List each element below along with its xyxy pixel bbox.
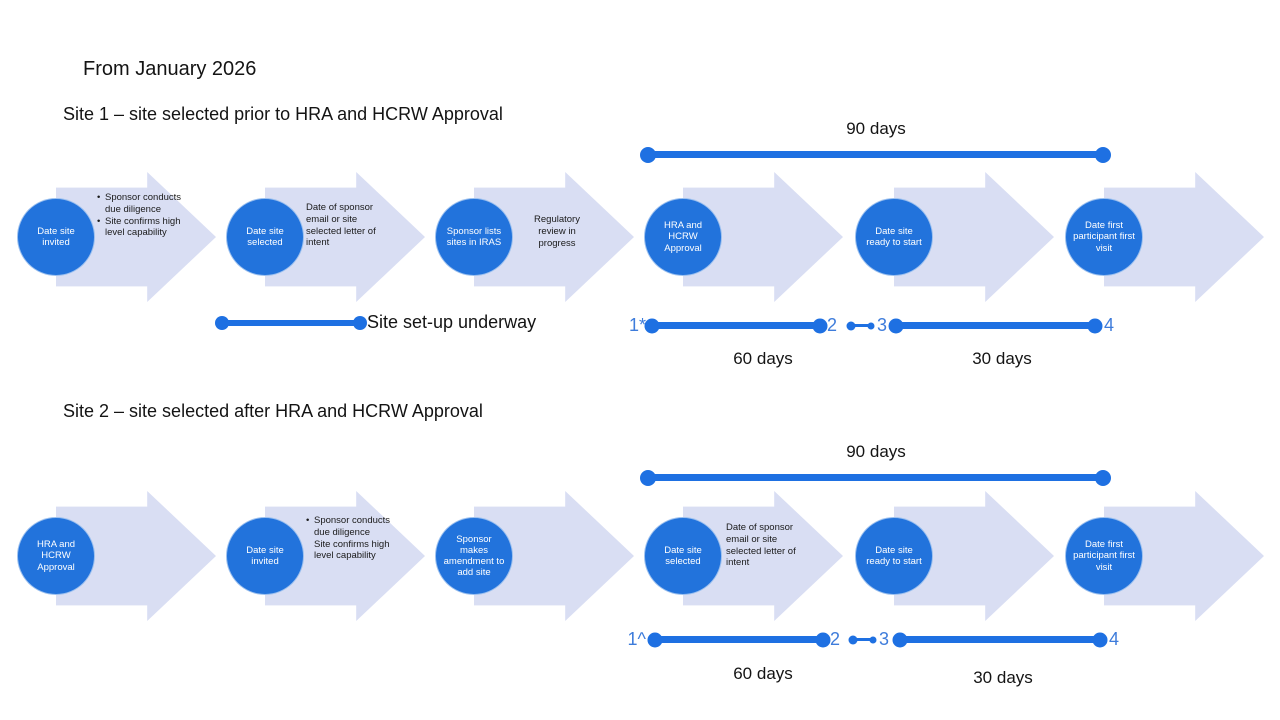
site1-60days-bar xyxy=(644,318,828,333)
site1-setup-bar xyxy=(215,316,367,330)
note-text: Sponsor conducts due diligence xyxy=(105,192,182,215)
site1-step-sponsor-lists-sites: Regulatory review in progress Sponsor li… xyxy=(435,172,645,302)
milestone-circle: Date site selected xyxy=(226,198,304,276)
site2-milestone-4: 4 xyxy=(1109,629,1120,649)
site2-milestone-3: 3 xyxy=(879,629,890,649)
milestone-circle: Date first participant first visit xyxy=(1065,198,1143,276)
site2-step-date-site-invited: • Sponsor conducts due diligence Site con… xyxy=(226,491,436,621)
bullet-spacer xyxy=(306,539,314,563)
site2-step-first-participant-visit: Date first participant first visit xyxy=(1065,491,1275,621)
bullet-icon: • xyxy=(306,515,310,526)
site2-short-bar xyxy=(848,635,877,644)
site2-30days-label: 30 days xyxy=(973,668,1033,687)
bar-endpoint-dot xyxy=(640,469,656,486)
site2-60days-label: 60 days xyxy=(733,664,793,683)
bar-endpoint-dot xyxy=(1087,318,1103,333)
site1-90days-bar xyxy=(640,146,1111,163)
bar-endpoint-dot xyxy=(846,321,856,330)
site1-short-bar xyxy=(846,321,875,330)
site1-step-site-ready: Date site ready to start xyxy=(855,172,1065,302)
site2-step-hra-hcrw-approval: HRA and HCRW Approval xyxy=(17,491,227,621)
site2-90days-bar xyxy=(640,469,1111,486)
circle-label: Date site selected xyxy=(664,544,702,567)
circle-label: Date site ready to start xyxy=(866,225,922,248)
bar-endpoint-dot xyxy=(1092,632,1108,647)
circle-label: HRA and HCRW Approval xyxy=(36,539,76,573)
circle-label: Date site invited xyxy=(37,225,75,248)
circle-label: Date first participant first visit xyxy=(1073,539,1135,573)
circle-label: HRA and HCRW Approval xyxy=(663,220,703,254)
page-title: From January 2026 xyxy=(83,58,257,80)
site1-milestone-4: 4 xyxy=(1104,315,1115,335)
step-note: Date of sponsor email or site selected l… xyxy=(726,522,796,569)
site1-60days-label: 60 days xyxy=(733,349,793,368)
milestone-circle: Date site selected xyxy=(644,517,722,595)
site1-30days-bar xyxy=(888,318,1103,333)
site1-30days-label: 30 days xyxy=(972,349,1032,368)
bar-endpoint-dot xyxy=(815,632,831,647)
site1-step-hra-hcrw-approval: HRA and HCRW Approval xyxy=(644,172,854,302)
bar-endpoint-dot xyxy=(644,318,660,333)
bar-endpoint-dot xyxy=(1095,469,1111,486)
site2-30days-bar xyxy=(892,632,1108,647)
site2-90days-label: 90 days xyxy=(846,442,906,461)
site1-90days-label: 90 days xyxy=(846,119,906,138)
milestone-circle: Sponsor lists sites in IRAS xyxy=(435,198,513,276)
site1-step-date-site-selected: Date of sponsor email or site selected l… xyxy=(226,172,436,302)
site1-step-date-site-invited: • Sponsor conducts due diligence • Site co… xyxy=(17,172,227,302)
bar-endpoint-dot xyxy=(869,636,877,643)
site2-heading: Site 2 – site selected after HRA and HCR… xyxy=(63,401,483,421)
site1-setup-label: Site set-up underway xyxy=(367,312,537,332)
bar-endpoint-dot xyxy=(888,318,904,333)
bar-endpoint-dot xyxy=(867,322,875,329)
circle-label: Date site ready to start xyxy=(866,544,922,567)
milestone-circle: Date first participant first visit xyxy=(1065,517,1143,595)
note-text: Sponsor conducts due diligence xyxy=(314,515,391,538)
milestone-circle: Date site ready to start xyxy=(855,198,933,276)
bar-endpoint-dot xyxy=(353,316,367,330)
milestone-circle: Date site invited xyxy=(17,198,95,276)
bar-endpoint-dot xyxy=(640,146,656,163)
milestone-circle: HRA and HCRW Approval xyxy=(644,198,722,276)
milestone-circle: Sponsor makes amendment to add site xyxy=(435,517,513,595)
step-note: Date of sponsor email or site selected l… xyxy=(306,202,376,249)
circle-label: Date site invited xyxy=(246,544,284,567)
site2-step-date-site-selected: Date of sponsor email or site selected l… xyxy=(644,491,854,621)
note-text: Site confirms high level capability xyxy=(314,538,390,562)
note-text: Site confirms high level capability xyxy=(105,215,181,239)
step-note: Regulatory review in progress xyxy=(534,214,580,249)
bar-endpoint-dot xyxy=(1095,146,1111,163)
site1-heading: Site 1 – site selected prior to HRA and … xyxy=(63,104,503,124)
site2-step-site-ready: Date site ready to start xyxy=(855,491,1065,621)
site1-milestone-2: 2 xyxy=(827,315,838,335)
circle-label: Date site selected xyxy=(246,225,284,248)
bullet-icon: • xyxy=(97,192,101,203)
circle-label: Sponsor lists sites in IRAS xyxy=(446,225,502,248)
circle-label: Date first participant first visit xyxy=(1073,220,1135,254)
site2-milestone-2: 2 xyxy=(830,629,841,649)
bar-endpoint-dot xyxy=(812,318,828,333)
bar-endpoint-dot xyxy=(215,316,229,330)
bar-endpoint-dot xyxy=(647,632,663,647)
milestone-circle: Date site invited xyxy=(226,517,304,595)
bullet-icon: • xyxy=(97,215,101,227)
site1-step-first-participant-visit: Date first participant first visit xyxy=(1065,172,1275,302)
bar-endpoint-dot xyxy=(848,635,858,644)
step-note: • Sponsor conducts due diligence Site con… xyxy=(306,515,392,562)
site1-milestone-1: 1* xyxy=(628,315,646,335)
site2-step-sponsor-amendment: Sponsor makes amendment to add site xyxy=(435,491,645,621)
site2-milestone-1: 1^ xyxy=(627,629,646,649)
site2-60days-bar xyxy=(647,632,831,647)
bar-endpoint-dot xyxy=(892,632,908,647)
milestone-circle: Date site ready to start xyxy=(855,517,933,595)
step-note: • Sponsor conducts due diligence • Site co… xyxy=(97,192,183,239)
milestone-circle: HRA and HCRW Approval xyxy=(17,517,95,595)
site1-milestone-3: 3 xyxy=(877,315,888,335)
circle-label: Sponsor makes amendment to add site xyxy=(443,533,505,579)
